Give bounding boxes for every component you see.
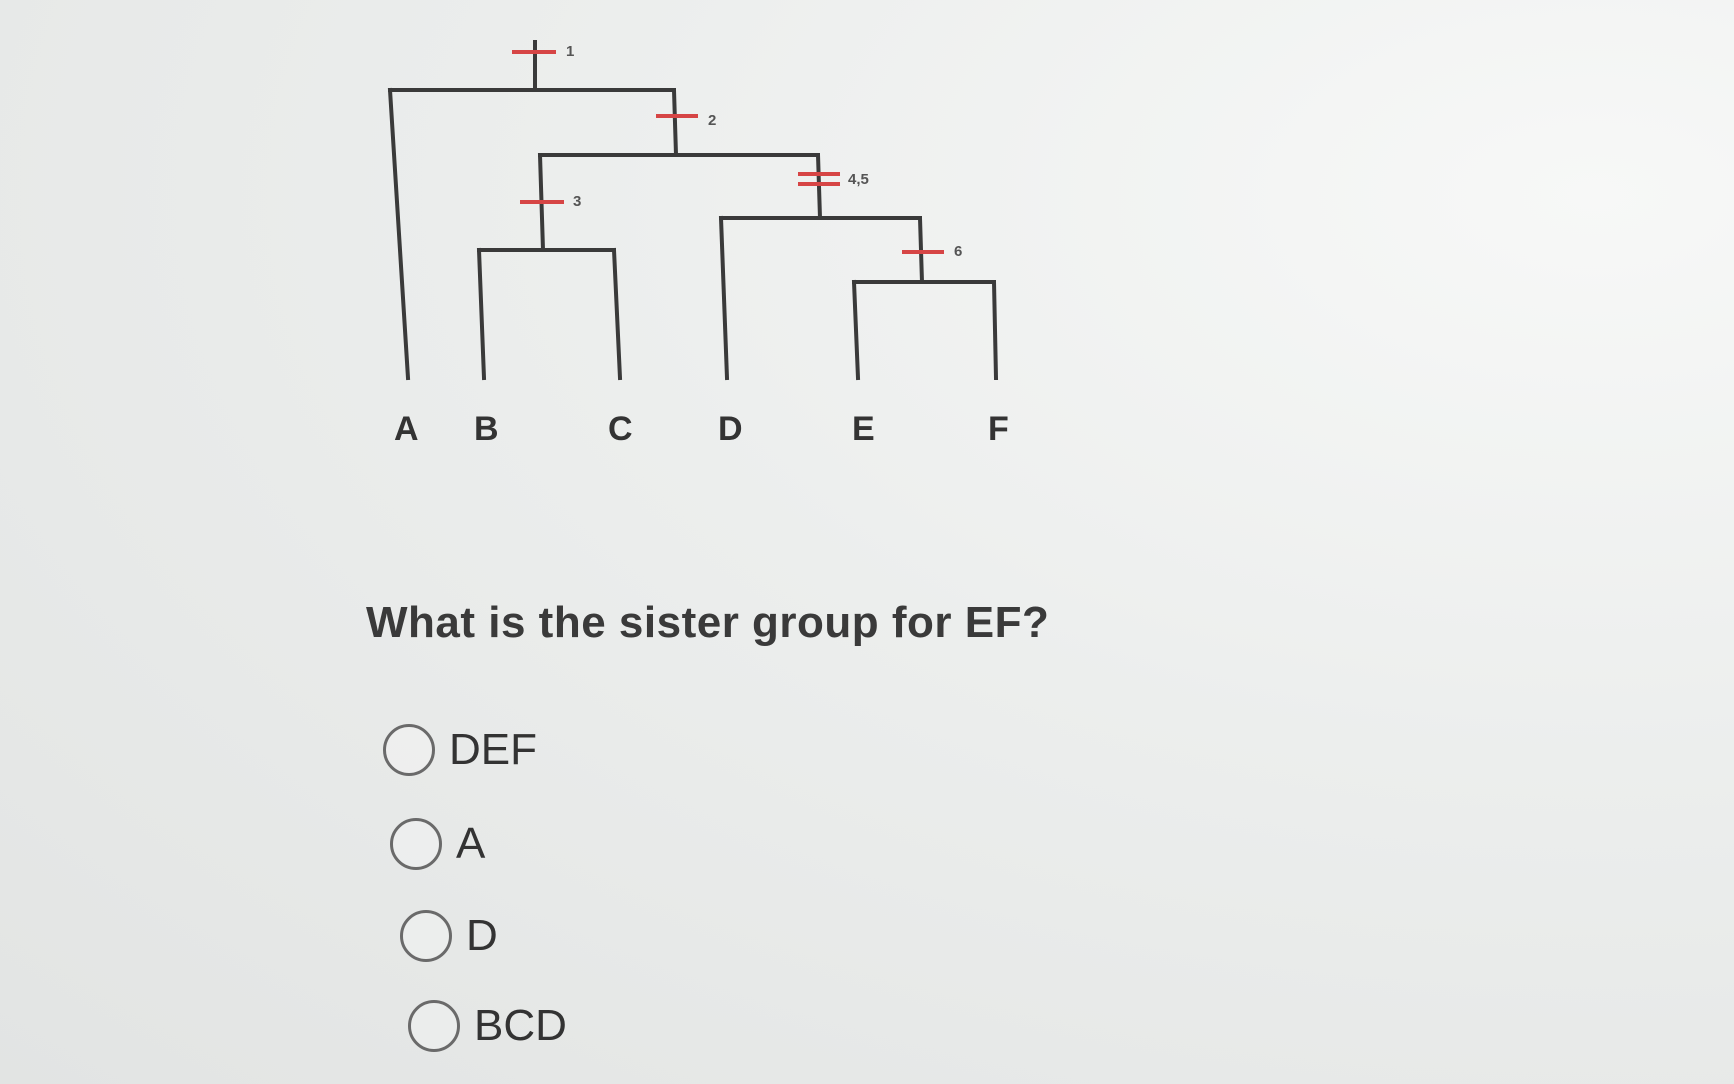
taxon-label-a: A	[394, 410, 419, 448]
option-label: BCD	[474, 1001, 567, 1050]
taxon-label-d: D	[718, 410, 743, 448]
question-text: What is the sister group for EF?	[366, 598, 1050, 647]
node2-stem	[671, 87, 679, 158]
character-label-2: 2	[708, 112, 716, 129]
taxon-label-b: B	[474, 410, 499, 448]
branch-b	[476, 247, 487, 381]
radio-button[interactable]	[408, 1000, 460, 1052]
character-label-4-5: 4,5	[848, 171, 869, 188]
taxon-label-f: F	[988, 410, 1009, 448]
def-stem	[815, 152, 823, 221]
branch-a	[387, 87, 411, 381]
option-label: D	[466, 911, 498, 960]
option-label: A	[456, 819, 486, 868]
branch-c	[611, 247, 623, 381]
character-label-6: 6	[954, 243, 962, 260]
radio-button[interactable]	[390, 818, 442, 870]
branch-e	[851, 279, 861, 381]
branch-d	[718, 215, 730, 381]
branch-f	[991, 279, 999, 381]
option-def[interactable]: DEF	[383, 724, 537, 776]
option-label: DEF	[449, 725, 537, 774]
option-bcd[interactable]: BCD	[408, 1000, 567, 1052]
radio-button[interactable]	[383, 724, 435, 776]
character-label-1: 1	[566, 43, 574, 60]
character-label-3: 3	[573, 193, 581, 210]
taxon-label-c: C	[608, 410, 633, 448]
character-marks: 1 2 3 4,5 6	[512, 43, 962, 260]
taxon-labels: A B C D E F	[394, 410, 1009, 448]
taxon-label-e: E	[852, 410, 875, 448]
cladogram-branches	[387, 40, 999, 381]
option-a[interactable]: A	[390, 818, 485, 870]
radio-button[interactable]	[400, 910, 452, 962]
option-d[interactable]: D	[400, 910, 498, 962]
